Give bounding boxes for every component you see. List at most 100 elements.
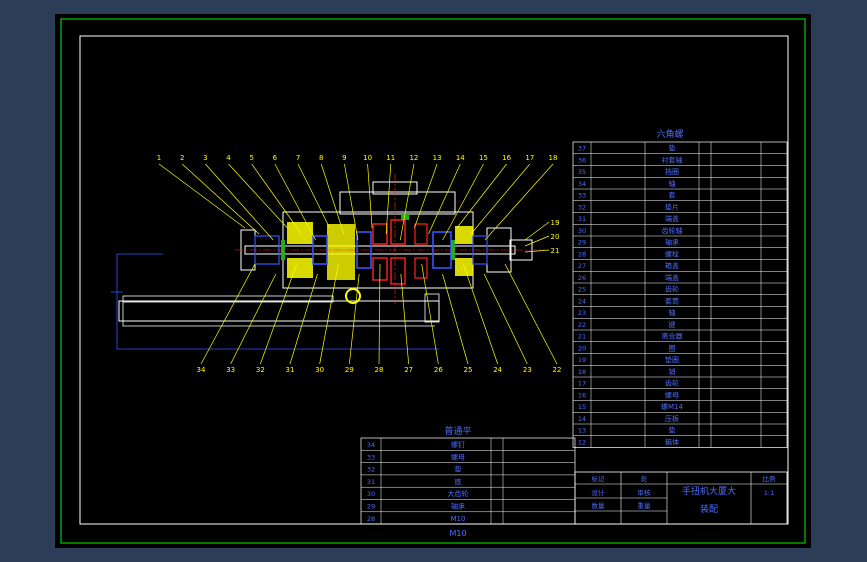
balloon-top-14: 14 — [456, 154, 465, 162]
balloon-top-10: 10 — [363, 154, 372, 162]
balloon-top-18: 18 — [549, 154, 558, 162]
leader-bottom-29 — [348, 273, 360, 365]
balloon-top-4: 4 — [226, 154, 231, 162]
bom-left-name: M10 — [451, 515, 466, 523]
base-plate — [118, 300, 440, 322]
leader-right-21 — [524, 249, 550, 253]
bom-left-no: 34 — [367, 441, 375, 449]
bom-right-no: 26 — [578, 274, 586, 282]
balloon-top-1: 1 — [157, 154, 161, 162]
bom-right-name: 箱体 — [665, 437, 679, 446]
leader-top-5 — [251, 163, 302, 235]
bom-right-no: 20 — [578, 344, 586, 352]
balloon-top-17: 17 — [525, 154, 534, 162]
bom-right-no: 16 — [578, 391, 586, 399]
top-table-title: 六角螺 — [656, 128, 683, 140]
bom-left-name: 底 — [455, 477, 462, 486]
bom-right-name: 套 — [669, 191, 676, 200]
balloon-bottom-26: 26 — [434, 366, 443, 374]
gear-teeth-2 — [390, 219, 406, 245]
bom-right-no: 23 — [578, 309, 586, 317]
bom-right-name: 圈 — [669, 344, 676, 352]
gear-teeth-5 — [414, 223, 428, 245]
balloon-right-21: 21 — [551, 247, 560, 255]
bom-left-no: 30 — [367, 490, 375, 498]
title-cell: 处 — [641, 474, 648, 483]
leader-bottom-24 — [463, 263, 498, 365]
leader-bottom-32 — [260, 263, 297, 365]
leader-top-7 — [297, 163, 331, 229]
bom-right-name: 销 — [669, 367, 676, 376]
bom-left-no: 33 — [367, 453, 375, 461]
bom-right-no: 32 — [578, 203, 586, 211]
bom-left-name: 螺母 — [451, 452, 465, 461]
leader-top-9 — [344, 163, 359, 241]
bom-left-frame — [360, 437, 576, 525]
title-block-name: 手扭机大厦大 — [682, 485, 736, 497]
bom-right-no: 29 — [578, 239, 586, 247]
bom-right-no: 15 — [578, 403, 586, 411]
balloon-bottom-30: 30 — [315, 366, 324, 374]
bom-right-no: 35 — [578, 168, 586, 176]
leader-bottom-22 — [504, 263, 558, 365]
leader-right-20 — [524, 235, 550, 247]
balloon-bottom-27: 27 — [404, 366, 413, 374]
leader-bottom-26 — [421, 263, 439, 365]
bom-right-no: 14 — [578, 415, 586, 423]
bearing-left — [287, 222, 313, 244]
bom-left-name: 螺钉 — [451, 440, 465, 449]
bom-right-no: 22 — [578, 321, 586, 329]
bom-right-name: 螺母 — [665, 390, 679, 399]
bom-left-no: 31 — [367, 478, 375, 486]
title-cell: 设计 — [592, 488, 606, 497]
bom-right-name: 垫 — [669, 144, 676, 153]
leader-top-16 — [456, 163, 507, 229]
title-cell: 审核 — [638, 488, 652, 497]
housing-cover — [339, 191, 456, 215]
inner-border — [79, 35, 789, 525]
left-table-title: 普通平 — [444, 425, 471, 437]
balloon-bottom-29: 29 — [345, 366, 354, 374]
balloon-bottom-24: 24 — [493, 366, 502, 374]
leader-top-14 — [428, 163, 461, 235]
title-cell: 1:1 — [764, 489, 774, 497]
title-cell: 标记 — [592, 474, 606, 483]
balloon-top-2: 2 — [180, 154, 184, 162]
leader-top-18 — [484, 163, 554, 241]
balloon-top-8: 8 — [319, 154, 323, 162]
gear-teeth-4 — [390, 257, 406, 285]
leader-top-6 — [274, 163, 316, 241]
balloon-bottom-28: 28 — [375, 366, 384, 374]
bom-right-name: 轴承 — [665, 238, 679, 247]
bom-left-no: 28 — [367, 515, 375, 523]
bom-right-no: 28 — [578, 250, 586, 258]
leader-bottom-27 — [400, 273, 410, 365]
balloon-top-6: 6 — [273, 154, 278, 162]
leader-top-15 — [442, 163, 484, 241]
bom-left-no: 32 — [367, 466, 375, 474]
leader-top-11 — [385, 163, 392, 235]
bom-left-no: 29 — [367, 503, 375, 511]
gear-teeth-6 — [414, 257, 428, 279]
balloon-bottom-25: 25 — [464, 366, 473, 374]
balloon-bottom-23: 23 — [523, 366, 532, 374]
bom-right-no: 34 — [578, 180, 586, 188]
bom-right-no: 12 — [578, 438, 586, 446]
balloon-bottom-34: 34 — [197, 366, 206, 374]
balloon-right-20: 20 — [551, 233, 560, 241]
balloon-bottom-22: 22 — [553, 366, 562, 374]
leader-top-1 — [158, 163, 246, 229]
leader-top-4 — [228, 163, 288, 229]
bom-left-name: 轴承 — [451, 502, 465, 511]
bom-left-name: 垫 — [455, 465, 462, 474]
bom-right-name: 轴 — [669, 179, 676, 188]
leader-top-17 — [470, 163, 531, 235]
key — [401, 214, 409, 220]
title-cell: 比例 — [763, 474, 776, 483]
leader-bottom-33 — [230, 273, 277, 365]
bom-right-name: 端盖 — [665, 214, 679, 223]
